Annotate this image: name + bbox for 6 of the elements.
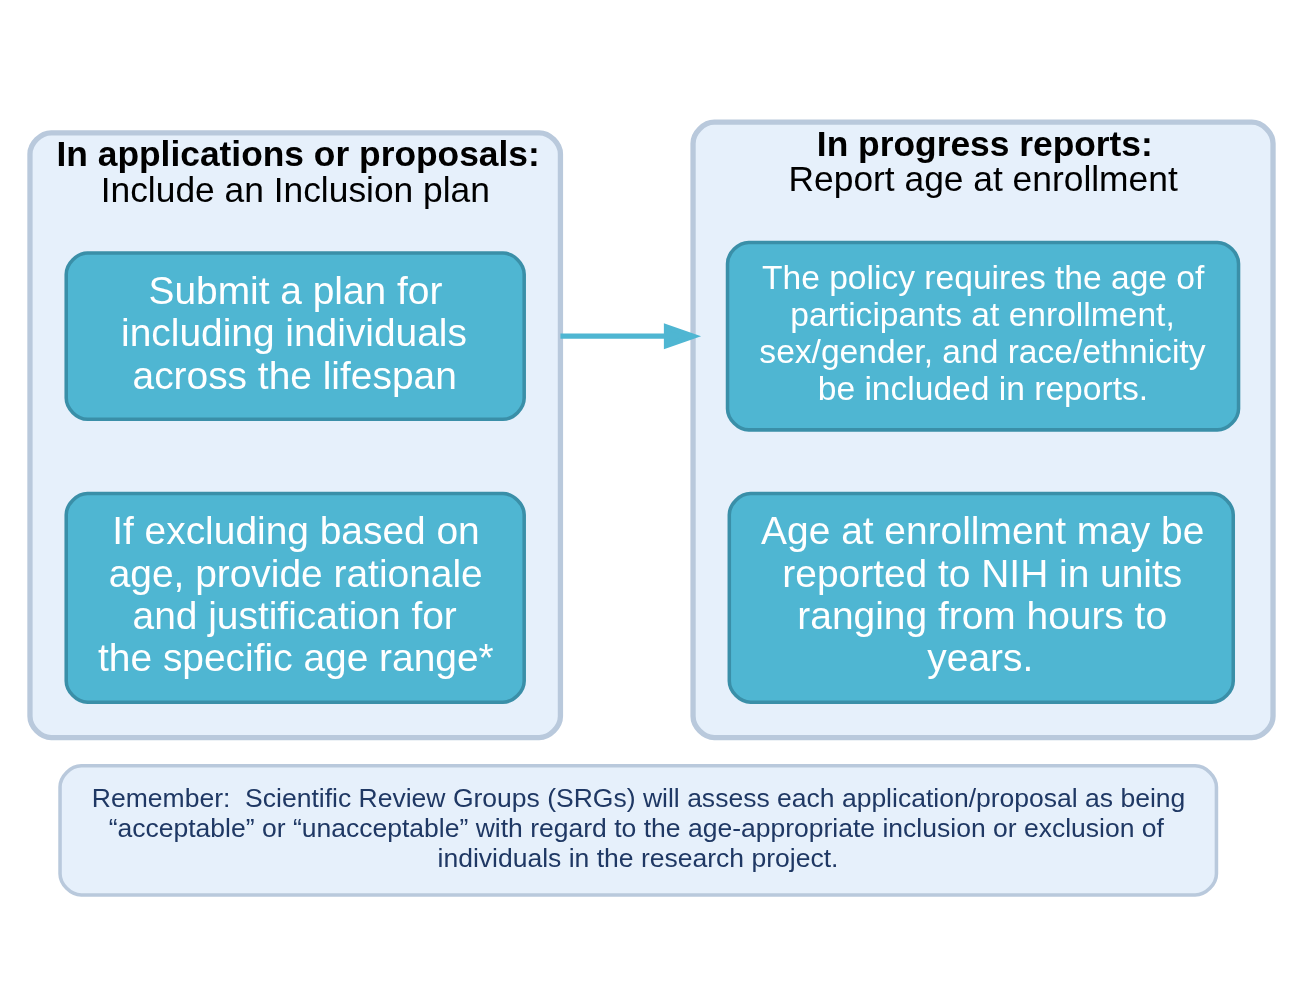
node-box: Submit a plan for including individuals across the lifespan	[64, 250, 526, 421]
node-box: If excluding based on age, provide rationale and justification for the specific age range*	[64, 491, 526, 704]
node-box: The policy requires the age of participants at enrollment, sex/gender, and race/ethnicity be included in reports.	[725, 240, 1241, 432]
node-box: Age at enrollment may be reported to NIH in units ranging from hours to years.	[727, 491, 1235, 704]
node-box: Remember: Scientific Review Groups (SRGs) will assess each application/proposal as being “acceptable” or “unacceptable” with regard to the age-appropriate inclusion or exclusion of individuals in the research project.	[58, 763, 1219, 897]
arrow	[560, 322, 702, 349]
